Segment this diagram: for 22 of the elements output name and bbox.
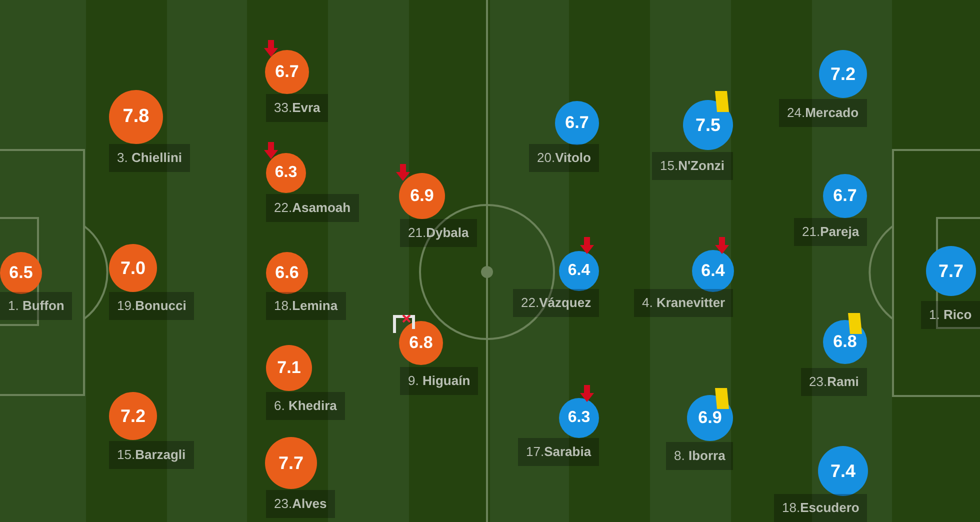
player-name-label: 22.Asamoah: [266, 194, 359, 222]
player-name-label: 15.Barzagli: [109, 441, 194, 469]
player-name-label: 20.Vitolo: [529, 144, 599, 172]
player-name-label: 3. Chiellini: [109, 144, 190, 172]
player-name-label: 8. Iborra: [666, 442, 734, 470]
player-name-label: 4. Kranevitter: [634, 289, 734, 317]
player-name-label: 1. Rico: [921, 301, 980, 329]
player-name-label: 21.Pareja: [794, 218, 868, 246]
player-name-label: 1. Buffon: [0, 292, 72, 320]
player-name-label: 9. Higuaín: [400, 367, 478, 395]
player-name-label: 22.Vázquez: [513, 289, 600, 317]
player-name-label: 6. Khedira: [266, 392, 345, 420]
player-name-label: 18.Lemina: [266, 292, 346, 320]
player-name-label: 15.N'Zonzi: [652, 152, 732, 180]
player-name-label: 23.Alves: [266, 490, 335, 518]
player-name-label: 19.Bonucci: [109, 292, 194, 320]
player-name-label: 21.Dybala: [400, 219, 477, 247]
player-name-label: 23.Rami: [801, 368, 867, 396]
player-name-label: 33.Evra: [266, 94, 328, 122]
player-name-label: 18.Escudero: [774, 494, 868, 522]
player-name-label: 17.Sarabia: [518, 438, 600, 466]
player-name-label: 24.Mercado: [779, 99, 867, 127]
